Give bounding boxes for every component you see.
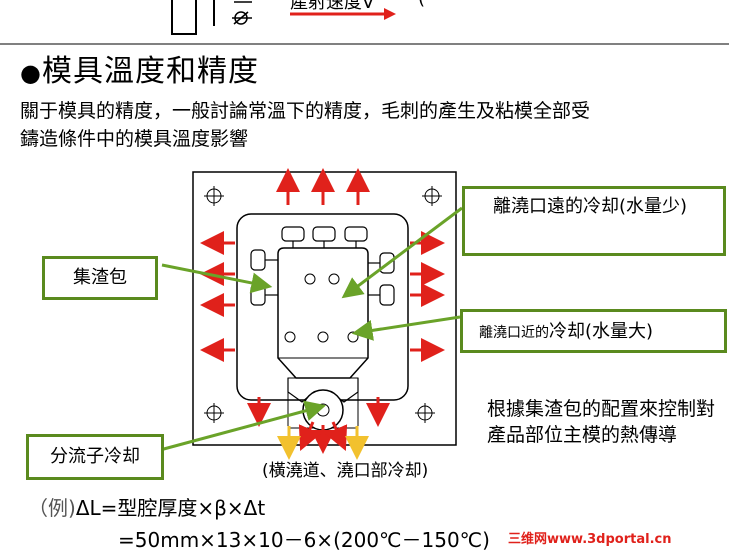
formula-line-1: （例)ΔL=型腔厚度×β×Δt [28,495,265,521]
fragment-text: 產射速度V [290,0,375,13]
intro-line-2: 鑄造條件中的模具溫度影響 [20,128,249,150]
formula-example-prefix: （例) [28,496,76,520]
near-gate-cooling-small: 離澆口近的 [479,325,549,341]
runner-cooling-arrows [277,426,369,460]
bullet: ● [20,59,42,87]
near-gate-cooling-large: 冷却(水量大) [549,321,654,342]
intro-line-1: 關于模具的精度，一般討論常溫下的精度，毛刺的產生及粘模全部受 [20,100,591,122]
section-title-text: 模具溫度和精度 [41,54,259,89]
section-title: ●模具溫度和精度 [20,52,259,93]
overflow-well-callout: 集渣包 [42,256,158,300]
near-gate-cooling-callout: 離澆口近的冷却(水量大) [460,309,727,353]
mounting-hole-icon [204,186,442,423]
placement-note: 根據集渣包的配置來控制對產品部位主模的熱傳導 [487,398,716,446]
overflow-wells [250,226,395,306]
leader-lines [159,206,463,452]
formula-expression: ΔL=型腔厚度×β×Δt [75,496,266,520]
runner-gate-caption: (橫澆道、澆口部冷却) [262,461,429,481]
far-gate-cooling-callout: 離澆口遠的冷却(水量少) [462,186,726,256]
watermark: 三维网www.3dportal.cn [508,532,672,547]
previous-slide-fragment [0,0,729,45]
fragment-paren: ( [418,0,425,9]
runner-cooling-callout: 分流子冷却 [26,434,164,480]
formula-line-2: =50mm×13×10－6×(200℃－150℃) [118,528,490,552]
